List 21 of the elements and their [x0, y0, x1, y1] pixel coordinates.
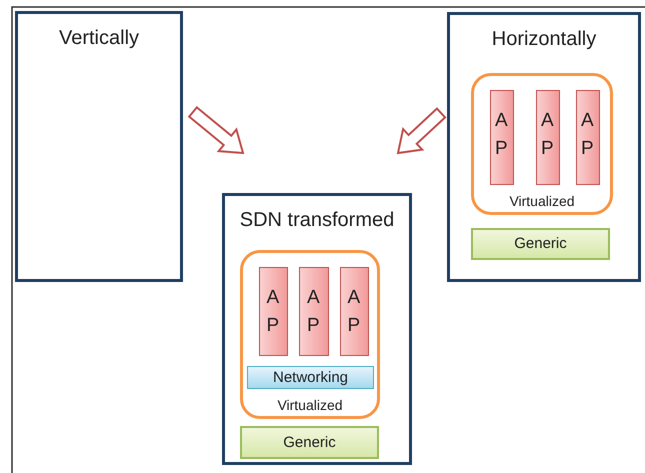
- layer-label: Virtualized: [508, 193, 576, 209]
- panel-title: Vertically: [58, 26, 140, 50]
- base-bar: Generic: [471, 228, 610, 260]
- app-bar: A P: [576, 90, 600, 185]
- panel-title: Horizontally: [490, 27, 598, 51]
- app-bar: A P: [259, 267, 288, 356]
- panel-title: SDN transformed: [238, 208, 396, 232]
- block-arrow: [396, 107, 447, 154]
- container-box: [471, 73, 613, 215]
- app-bar: A P: [340, 267, 369, 356]
- container-box: [240, 250, 380, 419]
- app-bar: A P: [490, 90, 514, 185]
- app-bar: A P: [299, 267, 329, 356]
- app-bar: A P: [536, 90, 560, 185]
- base-bar: Generic: [240, 426, 379, 459]
- block-arrow: [188, 106, 244, 154]
- layer-label: Virtualized: [276, 397, 344, 413]
- panel: [15, 11, 183, 282]
- panel: [447, 12, 641, 282]
- panel: [222, 193, 412, 465]
- network-bar: Networking: [247, 366, 374, 389]
